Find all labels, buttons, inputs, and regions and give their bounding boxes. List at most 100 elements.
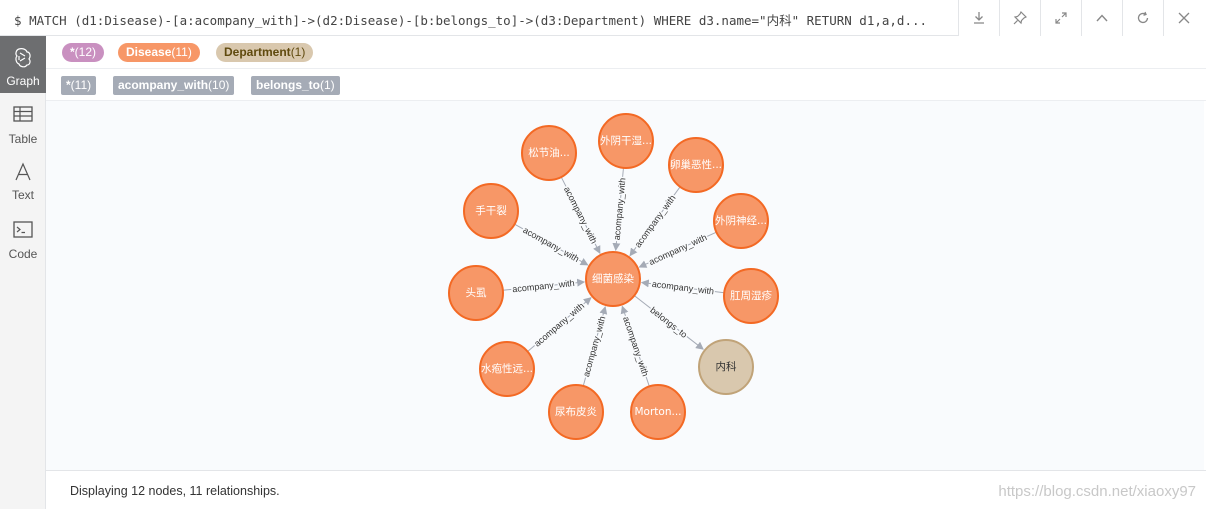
rel-tag-belongs-to[interactable]: belongs_to(1) <box>251 76 340 95</box>
pin-button[interactable] <box>999 0 1040 36</box>
collapse-button[interactable] <box>1081 0 1122 36</box>
close-icon <box>1178 12 1190 24</box>
disease-node-label: 手干裂 <box>475 204 507 217</box>
download-icon <box>974 12 984 24</box>
tab-table[interactable]: Table <box>0 94 46 151</box>
label-pill-disease-name: Disease <box>126 45 172 59</box>
code-icon <box>13 221 33 238</box>
label-pill-department-name: Department <box>224 45 291 59</box>
disease-node-label: 肛周湿疹 <box>730 289 772 302</box>
disease-node[interactable]: 外阴神经... <box>713 193 769 249</box>
acompany-with-edge[interactable] <box>629 186 681 257</box>
disease-node-circle <box>630 384 686 440</box>
disease-node-label: 松节油... <box>528 146 570 159</box>
acompany-with-edge[interactable] <box>502 278 586 291</box>
rel-tag-all-count: (11) <box>70 78 92 92</box>
disease-node-circle <box>723 268 779 324</box>
acompany-with-edge[interactable] <box>612 167 624 252</box>
rel-tag-acompany-name: acompany_with <box>118 78 209 92</box>
collapse-up-icon <box>1096 14 1108 22</box>
disease-node[interactable]: 水疱性远... <box>479 341 535 397</box>
refresh-icon <box>1137 11 1149 24</box>
department-node[interactable]: 内科 <box>698 339 754 395</box>
rel-tag-acompany-count: (10) <box>208 78 230 92</box>
disease-node-label: 外阴神经... <box>715 214 767 227</box>
acompany-with-edge[interactable] <box>638 231 717 268</box>
disease-node[interactable]: 头虱 <box>448 265 504 321</box>
acompany-with-edge[interactable] <box>527 297 592 352</box>
pin-icon <box>1013 11 1027 25</box>
table-icon <box>13 106 33 122</box>
label-pill-all-count: (12) <box>74 45 97 59</box>
label-pill-all[interactable]: *(12) <box>62 43 105 62</box>
status-bar: Displaying 12 nodes, 11 relationships. h… <box>46 470 1206 509</box>
expand-icon <box>1055 12 1067 24</box>
node-label-legend: *(12) Disease(11) Department(1) <box>46 36 1206 69</box>
label-pill-disease-count: (11) <box>171 45 192 59</box>
disease-node[interactable]: 松节油... <box>521 125 577 181</box>
disease-node-label: 卵巢恶性... <box>670 158 722 171</box>
acompany-with-edge[interactable] <box>514 223 589 266</box>
rel-tag-belongs-name: belongs_to <box>256 78 321 92</box>
acompany-with-edge[interactable] <box>620 305 650 387</box>
refresh-button[interactable] <box>1122 0 1163 36</box>
center-disease-node-circle <box>585 251 641 307</box>
view-sidebar: Graph Table Text Code <box>0 36 46 509</box>
text-icon <box>15 162 31 181</box>
belongs-to-edge[interactable] <box>633 295 704 350</box>
tab-text-label: Text <box>11 188 34 202</box>
tab-graph-label: Graph <box>6 74 40 88</box>
disease-node-circle <box>598 113 654 169</box>
rel-tag-all[interactable]: *(11) <box>61 76 97 95</box>
disease-node[interactable]: 外阴干湿... <box>598 113 654 169</box>
relationship-label: acompany_with <box>633 193 678 249</box>
tab-code[interactable]: Code <box>0 209 46 266</box>
acompany-with-edge[interactable] <box>582 305 608 387</box>
disease-node[interactable]: 手干裂 <box>463 183 519 239</box>
label-pill-all-name: * <box>70 45 75 59</box>
center-disease-node-label: 细菌感染 <box>592 272 634 285</box>
query-prompt: $ <box>14 13 22 28</box>
relationship-label: acompany_with <box>532 301 586 349</box>
center-disease-node[interactable]: 细菌感染 <box>585 251 641 307</box>
disease-node-circle <box>713 193 769 249</box>
disease-node-circle <box>463 183 519 239</box>
relationship-label: acompany_with <box>651 279 714 297</box>
disease-node[interactable]: 肛周湿疹 <box>723 268 779 324</box>
close-button[interactable] <box>1163 0 1206 36</box>
relationship-label: acompany_with <box>562 185 599 245</box>
disease-node-label: 尿布皮炎 <box>555 405 597 418</box>
status-text: Displaying 12 nodes, 11 relationships. <box>70 484 280 498</box>
label-pill-department[interactable]: Department(1) <box>216 43 314 62</box>
tab-text[interactable]: Text <box>0 151 46 208</box>
tab-graph[interactable]: Graph <box>0 36 46 93</box>
disease-node[interactable]: 尿布皮炎 <box>548 384 604 440</box>
rel-tag-acompany-with[interactable]: acompany_with(10) <box>113 76 235 95</box>
department-node-circle <box>698 339 754 395</box>
rel-tag-belongs-count: (1) <box>320 78 335 92</box>
disease-node[interactable]: Morton... <box>630 384 686 440</box>
label-pill-department-count: (1) <box>290 45 306 59</box>
disease-node[interactable]: 卵巢恶性... <box>668 137 724 193</box>
department-node-label: 内科 <box>716 360 737 373</box>
label-pill-disease[interactable]: Disease(11) <box>118 43 200 62</box>
disease-node-label: Morton... <box>634 406 681 418</box>
expand-button[interactable] <box>1040 0 1081 36</box>
disease-node-label: 头虱 <box>466 287 487 299</box>
query-text[interactable]: $ MATCH (d1:Disease)-[a:acompany_with]->… <box>14 10 958 29</box>
query-statement: MATCH (d1:Disease)-[a:acompany_with]->(d… <box>29 13 928 28</box>
disease-node-label: 外阴干湿... <box>600 135 652 147</box>
acompany-with-edge[interactable] <box>640 279 725 294</box>
disease-node-circle <box>668 137 724 193</box>
relationship-label: acompany_with <box>521 225 581 264</box>
query-bar: $ MATCH (d1:Disease)-[a:acompany_with]->… <box>0 0 1206 36</box>
download-button[interactable] <box>958 0 999 36</box>
relationship-label: acompany_with <box>581 315 607 378</box>
relationship-label: acompany_with <box>612 177 628 240</box>
acompany-with-edge[interactable] <box>560 176 601 255</box>
disease-node-circle <box>448 265 504 321</box>
disease-node-circle <box>479 341 535 397</box>
relationship-label: belongs_to <box>648 305 689 340</box>
rel-tag-all-name: * <box>66 78 71 92</box>
